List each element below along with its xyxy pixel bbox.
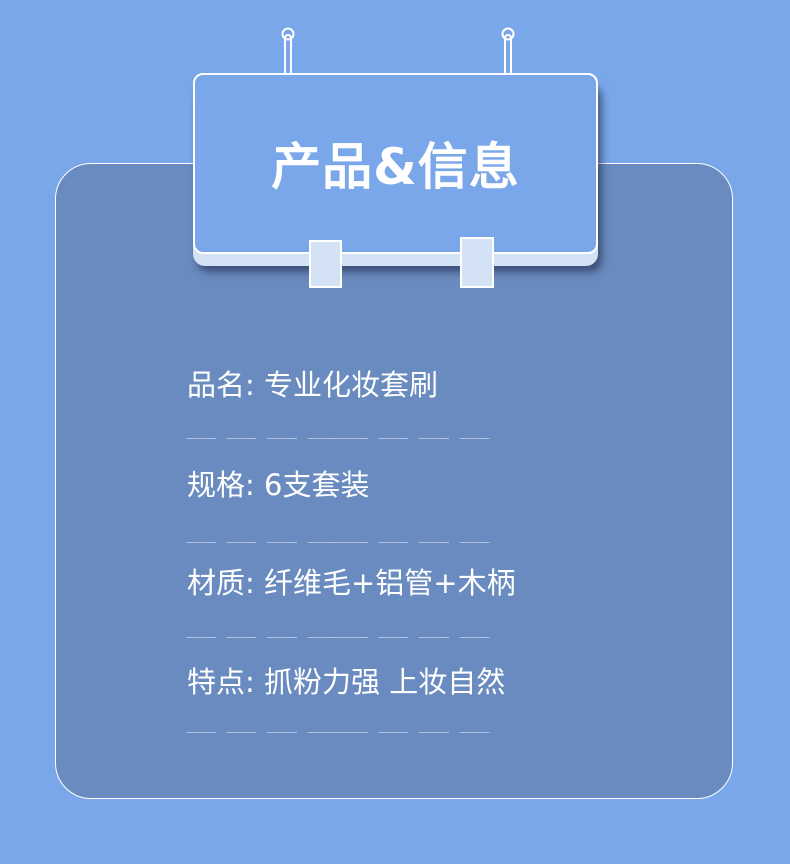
page-title: 产品&信息 (271, 137, 520, 196)
sign-clip-right (460, 237, 494, 288)
hanging-hook-right-icon (501, 27, 515, 75)
info-row-features: 特点: 抓粉力强 上妆自然 (187, 665, 506, 699)
info-row-material: 材质: 纤维毛+铝管+木柄 (187, 566, 516, 600)
divider: ___ ___ ___ ______ ___ ___ ___ (186, 420, 490, 439)
title-sign: 产品&信息 (193, 73, 598, 254)
divider: ___ ___ ___ ______ ___ ___ ___ (186, 619, 490, 638)
sign-clip-left (309, 240, 342, 288)
divider: ___ ___ ___ ______ ___ ___ ___ (186, 524, 490, 543)
info-row-name: 品名: 专业化妆套刷 (187, 368, 438, 402)
hanging-hook-left-icon (281, 27, 295, 75)
divider: ___ ___ ___ ______ ___ ___ ___ (186, 714, 490, 733)
info-panel (55, 163, 733, 799)
info-row-spec: 规格: 6支套装 (187, 468, 370, 502)
